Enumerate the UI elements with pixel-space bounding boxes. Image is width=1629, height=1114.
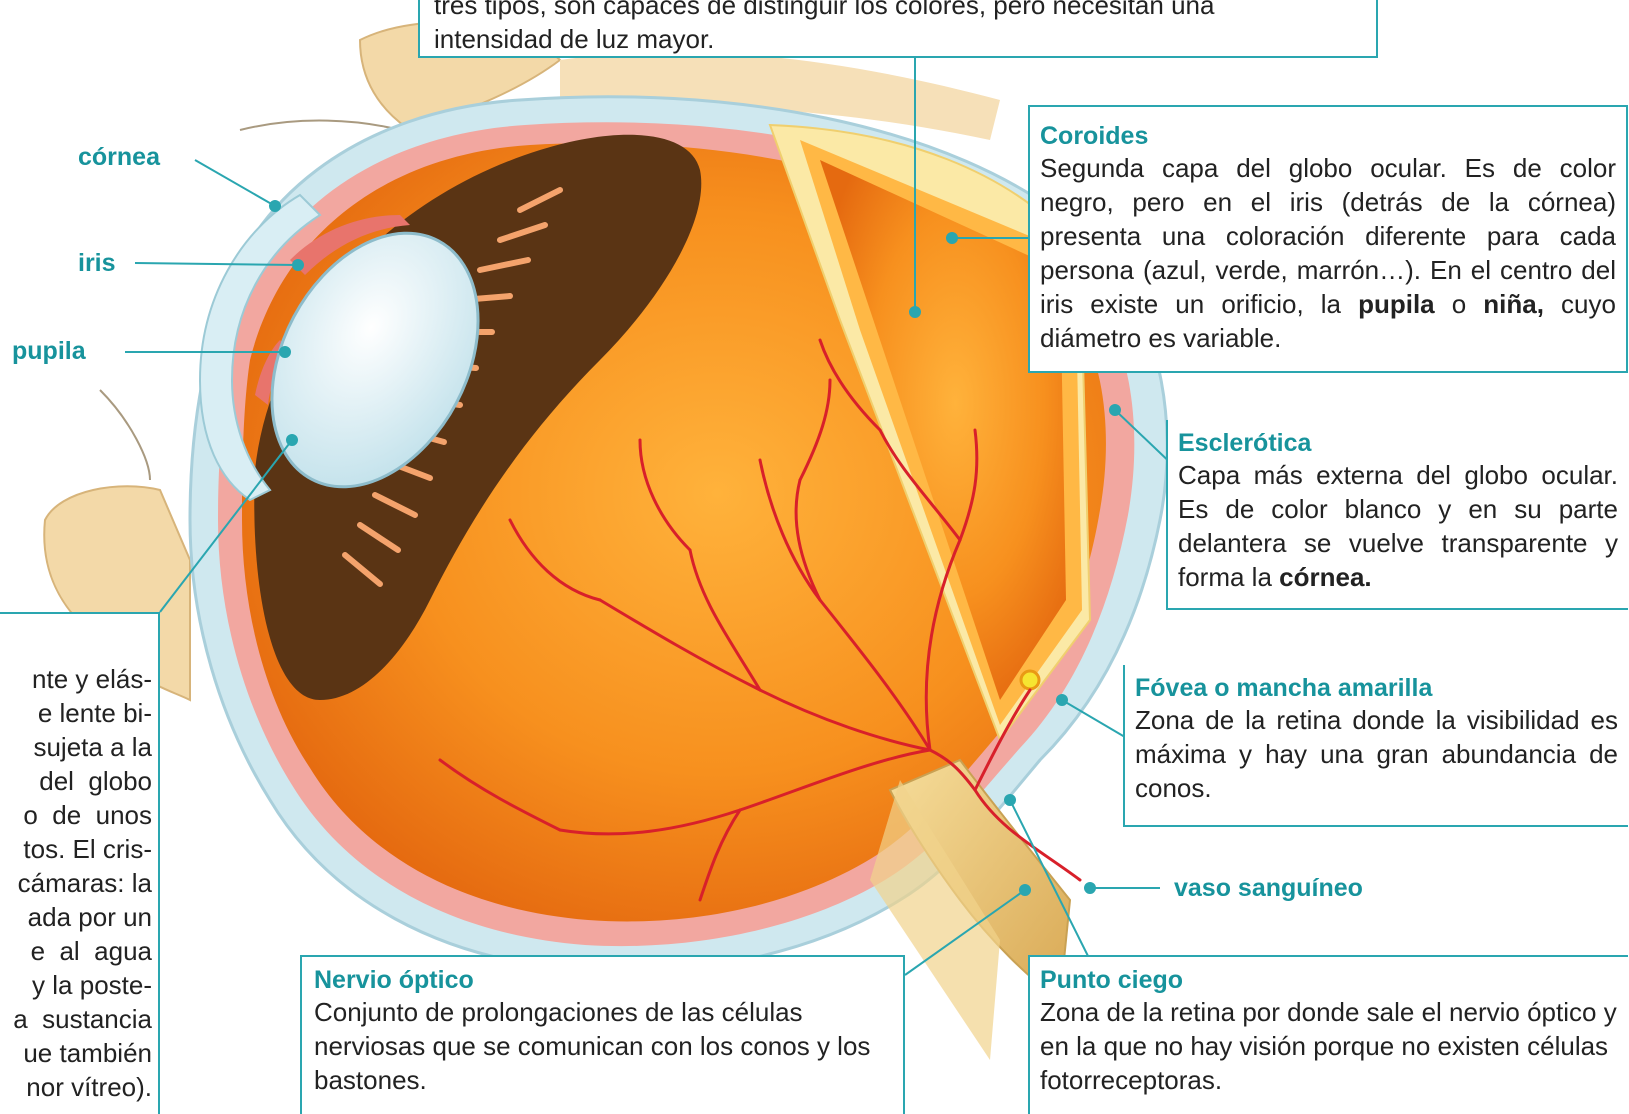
esclerotica-text-part1: Capa más externa del globo ocular. Es de… [1178,460,1618,592]
coroides-text-part2: o [1435,289,1484,319]
cristalino-line: nte y elás- [0,662,152,696]
cristalino-line: o de unos [0,798,152,832]
fovea-spot [1021,671,1039,689]
punto-ciego-title: Punto ciego [1040,965,1618,995]
esclerotica-bold-cornea: córnea. [1279,562,1372,592]
label-vaso-sanguineo: vaso sanguíneo [1174,873,1363,903]
coroides-title: Coroides [1040,121,1616,151]
cristalino-line: sujeta a la [0,730,152,764]
label-pupila: pupila [12,336,86,366]
nervio-optico-title: Nervio óptico [314,965,891,995]
cristalino-line: e al agua [0,934,152,968]
coroides-bold-nina: niña, [1483,289,1544,319]
coroides-text: Segunda capa del globo ocular. Es de col… [1040,151,1616,355]
coroides-bold-pupila: pupila [1358,289,1435,319]
cristalino-line: ue también [0,1036,152,1070]
top-description-line1: tres tipos, son capaces de distinguir lo… [434,0,1362,22]
cristalino-line: tos. El cris- [0,832,152,866]
punto-ciego-box: Punto ciego Zona de la retina por donde … [1028,955,1628,1114]
top-description-box: tres tipos, son capaces de distinguir lo… [418,0,1378,58]
fovea-text: Zona de la retina donde la visibilidad e… [1135,703,1618,805]
nervio-optico-box: Nervio óptico Conjunto de prolongaciones… [300,955,905,1114]
cristalino-line: nor vítreo). [0,1070,152,1104]
top-description-line2: intensidad de luz mayor. [434,22,1362,56]
punto-ciego-text: Zona de la retina por donde sale el nerv… [1040,995,1618,1097]
cristalino-box: nte y elás- e lente bi- sujeta a la del … [0,612,160,1114]
cristalino-line: ada por un [0,900,152,934]
cristalino-line: a sustancia [0,1002,152,1036]
label-cornea: córnea [78,142,160,172]
esclerotica-text: Capa más externa del globo ocular. Es de… [1178,458,1618,594]
cristalino-line: cámaras: la [0,866,152,900]
fovea-box: Fóvea o mancha amarilla Zona de la retin… [1123,665,1628,827]
esclerotica-box: Esclerótica Capa más externa del globo o… [1166,420,1628,610]
cristalino-line: del globo [0,764,152,798]
coroides-box: Coroides Segunda capa del globo ocular. … [1028,105,1628,373]
cristalino-line: y la poste- [0,968,152,1002]
nervio-optico-text: Conjunto de prolongaciones de las célula… [314,995,891,1097]
label-iris: iris [78,248,116,278]
cristalino-line: e lente bi- [0,696,152,730]
esclerotica-title: Esclerótica [1178,428,1618,458]
fovea-title: Fóvea o mancha amarilla [1135,673,1618,703]
